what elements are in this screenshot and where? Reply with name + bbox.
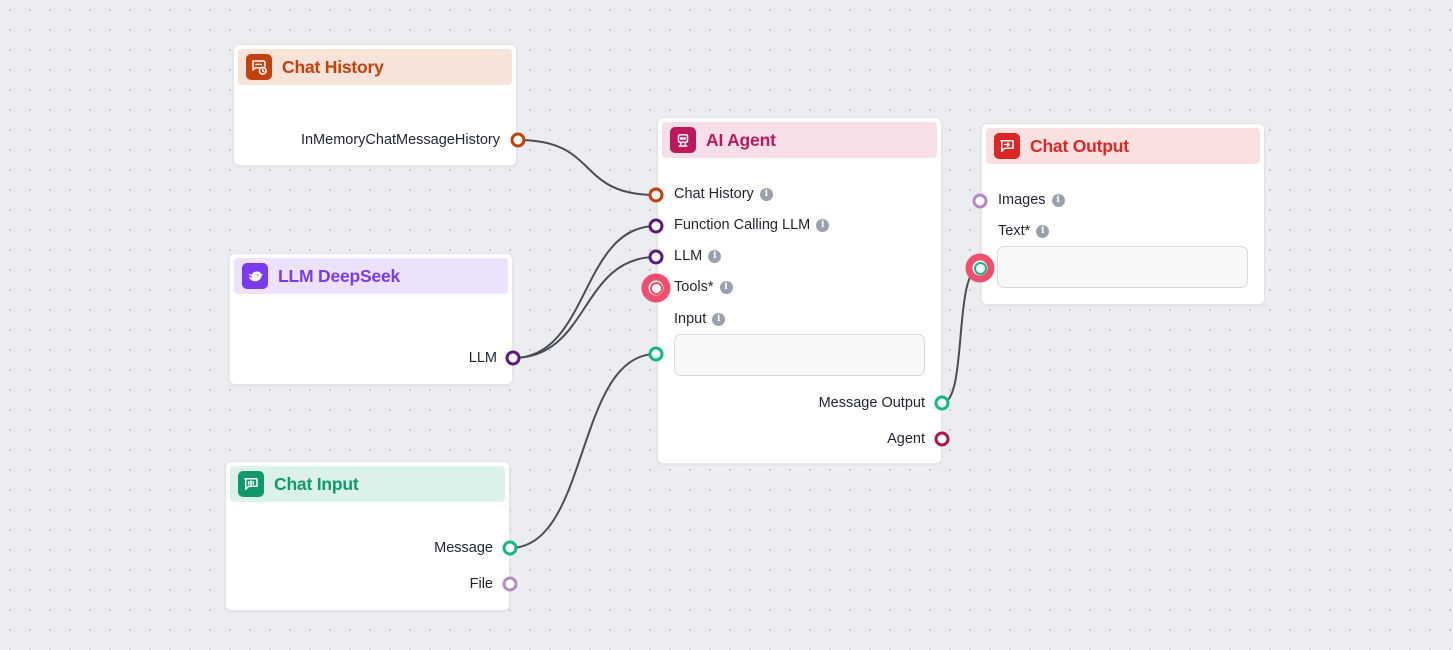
handle-output-message[interactable] (502, 540, 518, 556)
chat-history-icon (246, 54, 272, 80)
agent-input-field[interactable] (674, 334, 925, 376)
input-label-text-field: Text* i (998, 223, 1050, 239)
info-icon[interactable]: i (1051, 193, 1065, 207)
edge-message-to-input[interactable] (509, 353, 657, 549)
node-header[interactable]: AI Agent (662, 122, 937, 158)
node-title: LLM DeepSeek (278, 265, 401, 286)
output-label-file: File (469, 576, 493, 592)
input-label-text: Tools* (674, 279, 714, 295)
node-chat-history[interactable]: Chat History (233, 44, 517, 166)
handle-output-message-output[interactable] (934, 395, 950, 411)
node-ai-agent[interactable]: AI Agent (657, 117, 942, 464)
input-label-text: Text* (998, 223, 1031, 239)
edge-llm-to-function-calling[interactable] (512, 225, 657, 359)
input-label-images: Images i (998, 192, 1065, 208)
chat-output-icon (994, 133, 1020, 159)
node-header[interactable]: Chat Output (986, 128, 1260, 164)
handle-input-tools[interactable] (641, 273, 671, 303)
node-chat-input[interactable]: Chat Input (225, 461, 510, 611)
input-label-tools: Tools* i (674, 279, 733, 295)
output-label-history: InMemoryChatMessageHistory (300, 132, 500, 148)
handle-input-input[interactable] (648, 346, 664, 362)
handle-input-chat-history[interactable] (648, 187, 664, 203)
info-icon[interactable]: i (1036, 224, 1050, 238)
output-label-message-output: Message Output (818, 395, 925, 411)
info-icon[interactable]: i (719, 280, 733, 294)
handle-output-agent[interactable] (934, 431, 950, 447)
handle-output-history[interactable] (510, 132, 526, 148)
node-title: Chat Output (1030, 135, 1129, 156)
edge-history-to-agent[interactable] (517, 139, 657, 196)
output-label-agent: Agent (887, 431, 925, 447)
node-title: Chat History (282, 56, 384, 77)
node-title: AI Agent (706, 129, 776, 150)
handle-input-text[interactable] (965, 253, 995, 283)
info-icon[interactable]: i (816, 218, 830, 232)
handle-input-llm[interactable] (648, 249, 664, 265)
info-icon[interactable]: i (708, 249, 722, 263)
output-label-message: Message (434, 540, 493, 556)
input-label-function-calling-llm: Function Calling LLM i (674, 217, 830, 233)
node-title: Chat Input (274, 473, 359, 494)
input-label-text: Function Calling LLM (674, 217, 811, 233)
node-llm-deepseek[interactable]: LLM DeepSeek (229, 253, 513, 385)
input-label-text: Input (674, 311, 707, 327)
output-text-field[interactable] (997, 246, 1248, 288)
edge-output-to-text[interactable] (941, 267, 981, 404)
input-label-chat-history: Chat History i (674, 186, 773, 202)
handle-input-function-calling-llm[interactable] (648, 218, 664, 234)
input-label-text: Chat History (674, 186, 754, 202)
info-icon[interactable]: i (759, 187, 773, 201)
node-header[interactable]: Chat History (238, 49, 512, 85)
input-label-input: Input i (674, 311, 726, 327)
node-header[interactable]: Chat Input (230, 466, 505, 502)
chat-input-icon (238, 471, 264, 497)
edge-llm-to-llm[interactable] (512, 256, 657, 359)
input-label-text: LLM (674, 248, 703, 264)
input-label-llm: LLM i (674, 248, 722, 264)
info-icon[interactable]: i (712, 312, 726, 326)
node-header[interactable]: LLM DeepSeek (234, 258, 508, 294)
handle-output-llm[interactable] (505, 350, 521, 366)
deepseek-whale-icon (242, 263, 268, 289)
input-label-text: Images (998, 192, 1046, 208)
handle-output-file[interactable] (502, 576, 518, 592)
handle-input-images[interactable] (972, 193, 988, 209)
robot-icon (670, 127, 696, 153)
output-label-llm: LLM (468, 350, 497, 366)
